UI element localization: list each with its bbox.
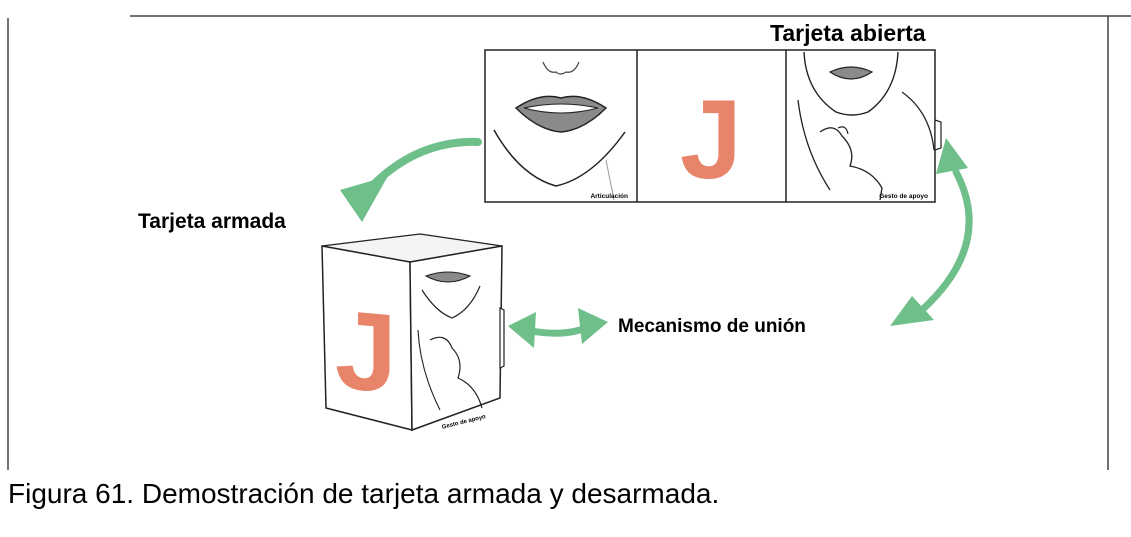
long-arrow-head-top	[936, 138, 968, 174]
face-outline	[803, 51, 899, 116]
joining-mechanism-label: Mecanismo de unión	[618, 316, 806, 337]
assembled-card: J Gesto de apoyo	[321, 233, 505, 432]
teeth-drawing	[523, 103, 599, 114]
gesture-lips	[828, 66, 874, 80]
articulation-panel: Articulación	[493, 61, 628, 201]
articulation-caption: Articulación	[590, 193, 628, 200]
open-card-label: Tarjeta abierta	[770, 20, 926, 46]
shoulder-right	[901, 91, 935, 151]
support-gesture-panel: Gesto de apoyo	[797, 51, 935, 201]
curved-arrow-icon	[340, 137, 482, 222]
prism-gesture-lips	[424, 271, 472, 283]
curved-arrow-shaft	[368, 137, 482, 190]
hand-drawing	[819, 127, 883, 201]
prism-face-outline	[421, 285, 481, 319]
finger-drawing	[837, 126, 849, 135]
double-arrow-icon	[508, 308, 608, 348]
shoulder-left	[797, 99, 831, 191]
neck-line	[605, 159, 615, 201]
double-arrow-icon	[890, 138, 973, 326]
long-arrow-head-bottom	[890, 296, 934, 326]
double-arrow-head-right	[578, 308, 608, 344]
nose-drawing	[542, 61, 580, 75]
figure-caption: Figura 61. Demostración de tarjeta armad…	[8, 478, 720, 509]
card-tab	[934, 119, 942, 151]
prism-letter-j: J	[335, 285, 397, 416]
long-arrow-shaft	[918, 168, 973, 314]
open-card: Articulación J Gesto de apoyo	[484, 49, 942, 203]
prism-right-face	[409, 245, 503, 432]
prism-hand	[429, 336, 483, 409]
support-gesture-caption: Gesto de apoyo	[879, 193, 928, 200]
double-arrow-head-left	[508, 312, 536, 348]
assembled-card-label: Tarjeta armada	[138, 210, 286, 233]
prism-tab	[499, 307, 505, 369]
curved-arrow-head	[340, 176, 388, 222]
letter-j: J	[680, 77, 742, 202]
jaw-drawing	[493, 129, 626, 187]
prism-shoulder	[417, 329, 441, 411]
